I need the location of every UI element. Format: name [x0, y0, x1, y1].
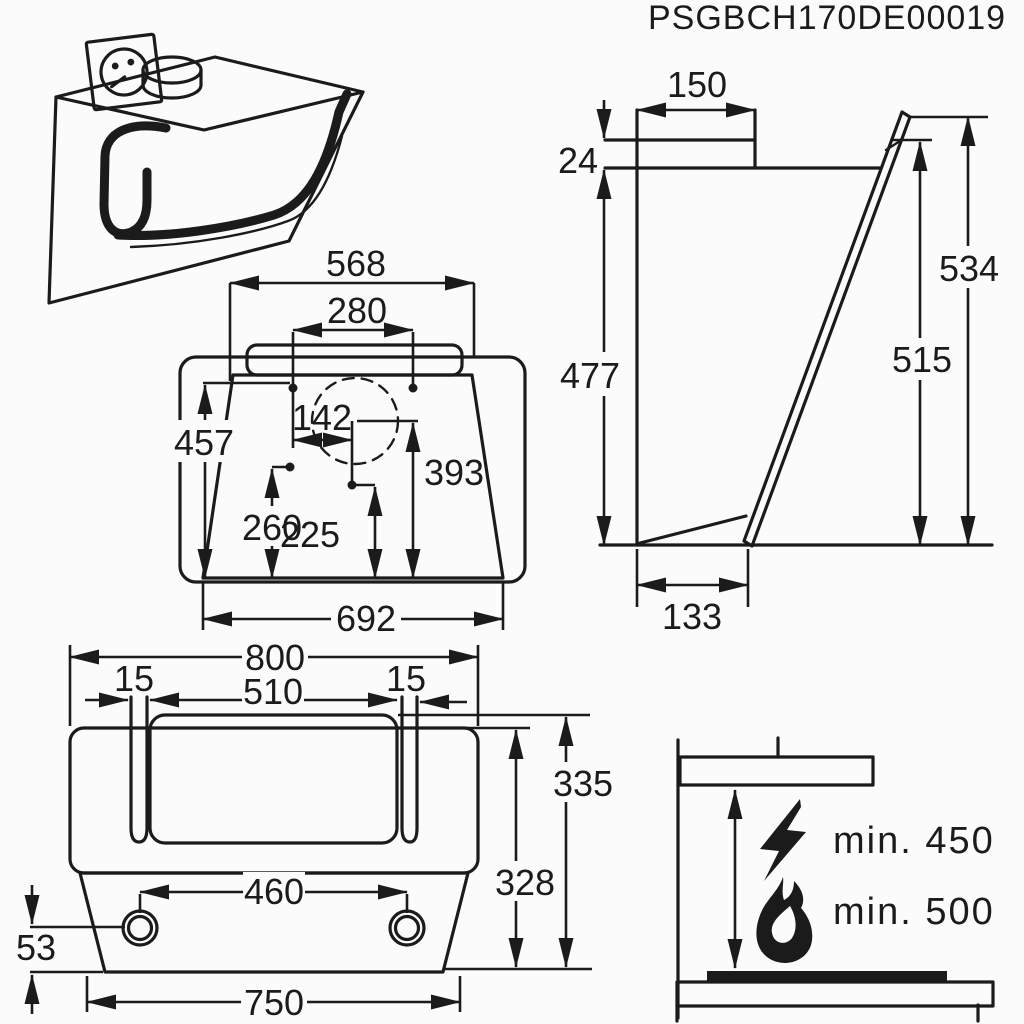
glass-panel-side: [742, 110, 912, 548]
dim-duct-offset: 24: [558, 140, 598, 181]
dim-total-width: 800: [245, 637, 305, 678]
dim-lower-hole-mid-height: 225: [280, 514, 340, 555]
dim-upper-holes-span: 280: [327, 290, 387, 331]
lower-section-outline: [78, 871, 470, 974]
product-code: PSGBCH170DE00019: [648, 0, 1006, 37]
electric-clearance-label: min. 450: [833, 820, 995, 862]
fixing-hole-right: [388, 909, 426, 947]
dim-opening-width: 510: [243, 671, 303, 712]
hood-bottom-bar: [678, 755, 875, 787]
cooktop-surface: [707, 971, 947, 983]
top-view: 800 510 15 15 335 328 460 53: [16, 637, 618, 1023]
dim-glass-length: 515: [892, 339, 952, 380]
hood-3d-view: [47, 32, 365, 305]
glass-sweep-curve: [113, 89, 352, 240]
side-view: 150 24 477 534 515 133: [557, 64, 1004, 637]
glass-slot-right: [400, 695, 419, 844]
rear-view: 568 280 142 457 393 260 225: [169, 243, 527, 639]
dim-total-height: 534: [939, 248, 999, 289]
glass-slot-left: [129, 695, 149, 844]
dim-inner-depth: 328: [495, 862, 555, 903]
dim-duct-width: 150: [667, 64, 727, 105]
dim-outer-depth: 335: [553, 763, 613, 804]
dim-rear-bottom-width: 692: [336, 598, 396, 639]
dim-lower-hole-left-height: 260: [242, 507, 302, 548]
glass-edge-curve: [99, 121, 171, 239]
dim-body-height: 477: [560, 355, 620, 396]
dim-bottom-depth: 133: [662, 596, 722, 637]
dim-rear-left-height: 457: [174, 422, 234, 463]
dim-fixing-span: 460: [244, 871, 304, 912]
dim-fixing-edge-offset: 53: [16, 927, 56, 968]
mounting-bracket: [245, 343, 464, 377]
clearance-diagram: min. 450 min. 500: [675, 736, 995, 1023]
fixing-hole-left: [121, 909, 159, 947]
upper-hole-left: [288, 383, 298, 393]
dim-base-width: 750: [244, 982, 304, 1023]
lightning-bolt-icon: [760, 799, 806, 881]
flame-icon: [756, 877, 813, 963]
dim-gap-right: 15: [386, 658, 426, 699]
counter-outline: [675, 980, 995, 1008]
hood-top-face-edge: [54, 90, 365, 132]
dim-gap-left: 15: [114, 658, 154, 699]
dim-hole-duct-offset: 142: [292, 397, 352, 438]
power-outlet-icon: [84, 32, 164, 112]
glass-panel-rear: [178, 355, 527, 584]
body-rear-outline: [201, 373, 505, 580]
upper-hole-right: [408, 383, 418, 393]
duct-stub-3d: [141, 55, 203, 100]
opening-outline: [148, 713, 399, 845]
hood-body-outline: [47, 55, 365, 305]
dim-duct-center-height: 393: [424, 452, 484, 493]
glass-inner-line: [129, 134, 344, 249]
dim-rear-top-width: 568: [326, 243, 386, 284]
gas-clearance-label: min. 500: [833, 891, 995, 933]
